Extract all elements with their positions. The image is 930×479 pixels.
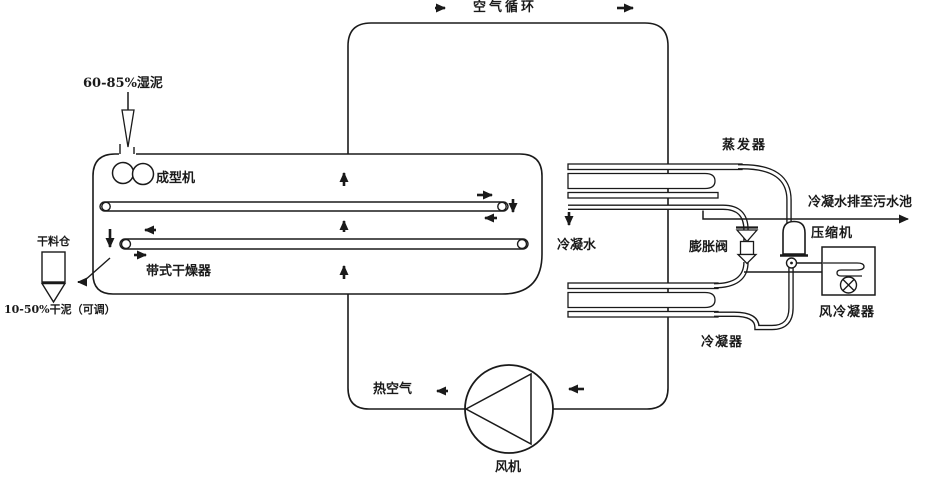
expansion-valve-label: 膨胀阀 [689, 240, 729, 255]
air-cooled-condenser-label: 风冷凝器 [819, 305, 876, 320]
evaporator-label: 蒸发器 [722, 138, 768, 153]
belt-dryer-box [92, 144, 543, 295]
condenser-label: 冷凝器 [701, 335, 744, 350]
dry-bin-label: 干料仓 [37, 235, 70, 248]
forming-machine-label: 成型机 [156, 171, 196, 186]
hot-air-label: 热空气 [373, 382, 413, 397]
refrigerant-pipes [568, 164, 794, 331]
air-circulation-loop-pipe [347, 22, 669, 410]
belt-conveyor-lower [119, 238, 529, 250]
belt-conveyor-upper [99, 201, 509, 212]
belt-dryer-label: 带式干燥器 [146, 264, 212, 279]
evaporator-coil [567, 163, 743, 199]
fan-symbol [464, 364, 554, 454]
dry-sludge-chute [77, 257, 111, 287]
air-circulation-label: 空气循环 [473, 0, 538, 15]
aircond-fan-icon [839, 276, 858, 294]
condensate-drain-label: 冷凝水排至污水池 [808, 195, 913, 210]
condenser-coil [567, 282, 719, 318]
forming-machine-rollers [111, 161, 155, 186]
wet-sludge-label: 60-85%湿泥 [83, 76, 163, 91]
compressor-label: 压缩机 [811, 226, 854, 241]
sludge-inlet-gap [119, 144, 135, 154]
flow-arrows [105, 3, 634, 396]
condensate-label: 冷凝水 [557, 238, 597, 253]
pipe-junction-icon [785, 257, 798, 269]
expansion-valve-symbol [735, 226, 759, 265]
condensate-drain-line [702, 210, 909, 224]
compressor-symbol [780, 220, 808, 257]
fan-label: 风机 [495, 460, 522, 475]
wet-sludge-inlet-arrow [121, 92, 135, 148]
connection-lines [744, 262, 865, 277]
dry-material-bin [40, 251, 67, 304]
dry-sludge-output-label: 10-50%干泥（可调） [4, 303, 116, 316]
aircond-inner-coil [823, 262, 865, 277]
